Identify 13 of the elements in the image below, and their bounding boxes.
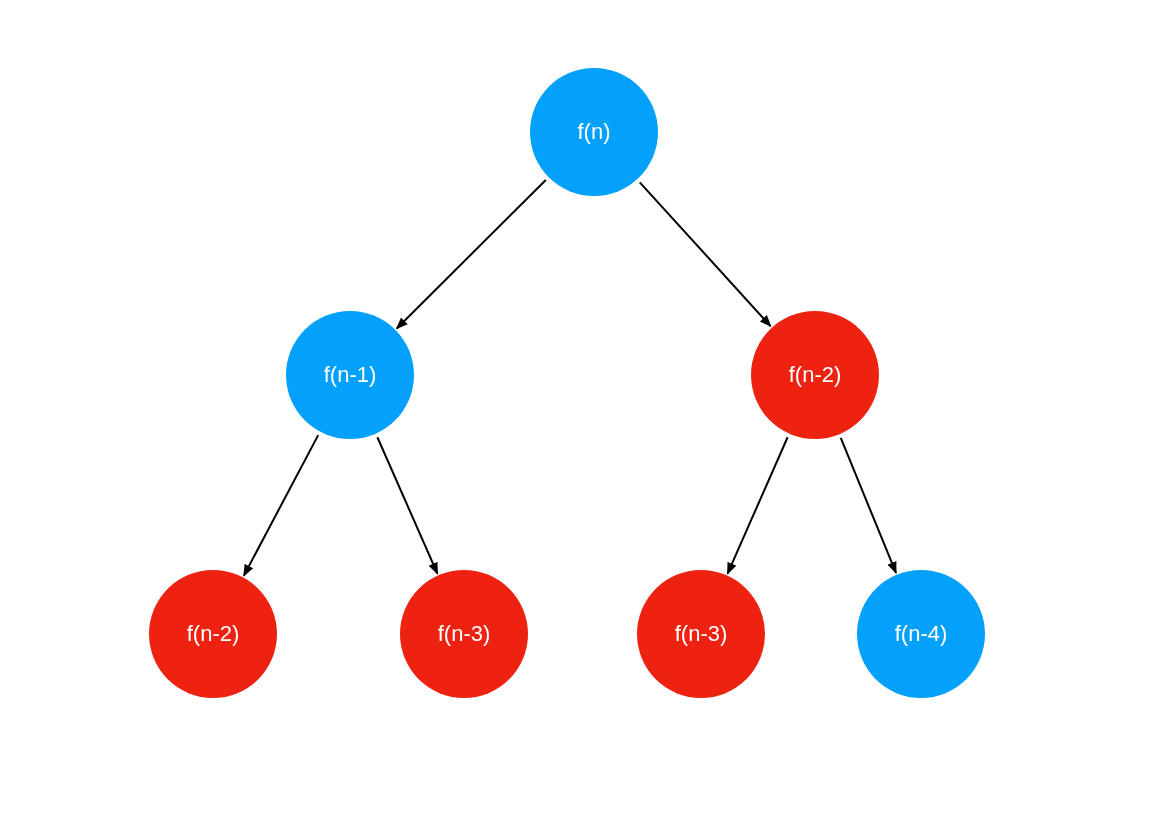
node-label: f(n-2) <box>788 362 842 388</box>
node-label: f(n-3) <box>437 621 491 647</box>
arrow <box>242 434 320 577</box>
arrow <box>376 436 439 575</box>
arrow <box>839 436 897 575</box>
node-label: f(n-3) <box>674 621 728 647</box>
node-label: f(n-1) <box>323 362 377 388</box>
node-label: f(n-4) <box>894 621 948 647</box>
arrow <box>726 436 789 575</box>
arrow <box>638 181 772 328</box>
arrow <box>395 179 547 330</box>
node-label: f(n-2) <box>186 621 240 647</box>
node-label: f(n) <box>577 119 611 145</box>
